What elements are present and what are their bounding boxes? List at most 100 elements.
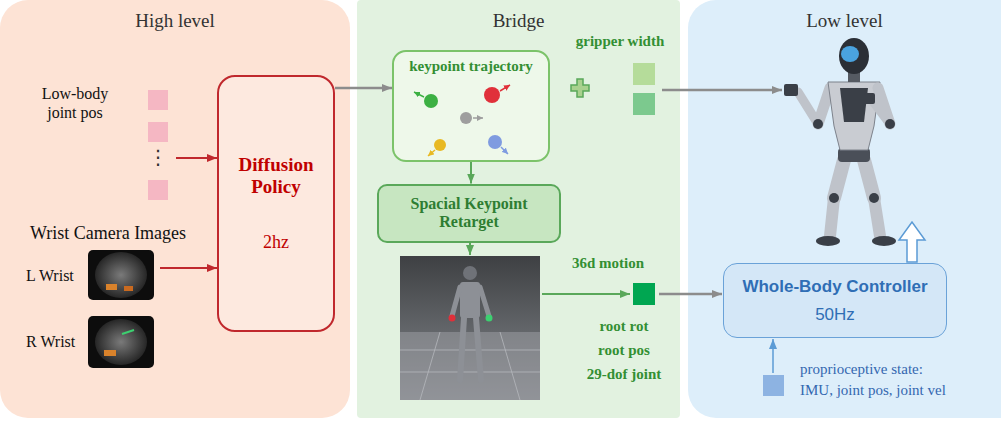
robot-gripper [784,84,798,96]
keypoint-motion [500,85,510,91]
hand-marker [449,315,456,322]
label-slot: Low-body joint pos [32,84,118,122]
render-robot [476,318,481,380]
keypoint-motion [473,117,483,119]
robot-leg [830,198,834,236]
robot-arm [798,92,818,124]
input-label: Low-body joint pos [32,84,118,122]
signal-label: 36d motion [572,254,644,272]
label-slot: proprioceptive state: [800,360,923,378]
panel-title: Bridge [493,10,545,32]
render-robot [460,282,480,318]
robot-foot [872,236,896,246]
render-robot [480,287,489,316]
input-square [148,90,168,110]
output-square [633,93,655,115]
image-detail [124,286,133,291]
plus-symbol [571,79,589,97]
motion-square [633,283,655,305]
label-slot: R Wrist [26,332,75,351]
keypoint-dot [434,139,446,151]
label-slot: IMU, joint pos, joint vel [800,381,946,399]
flow-arrow [469,242,471,255]
rate-label: 50Hz [815,305,855,325]
label-slot: ⋮ [148,145,168,169]
keypoint-dot [484,87,500,103]
floor-grid [500,332,520,400]
keypoint-motion [428,150,435,156]
box-title: keypoint trajectory [409,58,533,75]
image-detail [104,350,116,356]
box-title: Spacial Keypoint Retarget [387,195,551,232]
rate-label: 2hz [263,232,289,253]
panel-title: High level [135,10,215,32]
feedback-arrow [899,222,925,262]
robot-chest [840,88,868,122]
floor-grid [400,372,540,373]
ellipsis-mark: ⋮ [148,145,168,169]
floor-grid [400,350,540,351]
state-arrow [772,339,774,373]
render-floor [400,332,540,400]
robot-visor [841,46,859,62]
robot-head [839,38,869,74]
command-arrow [659,293,722,296]
state-label: proprioceptive state: [800,360,923,378]
camera-label: L Wrist [26,266,74,285]
robot-joint [885,119,895,129]
robot-joint [813,119,823,129]
state-label: IMU, joint pos, joint vel [800,381,946,399]
fisheye-view [95,319,147,365]
box-title: Whole-Body Controller [742,277,927,297]
keypoint-dot [424,94,438,108]
robot-torso [828,82,880,150]
hand-marker [486,315,493,322]
input-arrow [176,157,217,159]
level-panel: High levelDiffusion Policy 2hz [0,0,350,418]
label-slot: root rot [599,317,648,335]
keypoint-motion [414,92,424,97]
label-slot: gripper width [576,32,664,50]
keypoint-box: keypoint trajectory [392,50,550,162]
input-arrow [160,267,217,269]
camera-label: R Wrist [26,332,75,351]
state-square [763,375,784,396]
camera-image [88,250,154,300]
keypoint-dot [488,135,502,149]
render-image [400,256,540,400]
label-slot: L Wrist [26,266,74,285]
policy-box: Diffusion Policy 2hz [217,75,335,332]
signal-component: root rot [599,317,648,335]
flow-arrow [542,293,630,295]
signal-component: 29-dof joint [587,365,662,383]
image-detail [122,330,134,334]
image-detail [106,284,117,290]
robot-foot [816,236,840,246]
camera-image [88,316,154,368]
command-arrow [662,89,782,92]
flow-connector [335,87,392,90]
process-box: Spacial Keypoint Retarget [377,184,561,243]
label-slot: Wrist Camera Images [30,223,186,245]
panel-title: Low level [806,10,883,32]
keypoint-motion [501,147,508,154]
label-slot: root pos [598,341,650,359]
render-robot [460,318,464,380]
input-square [148,180,168,200]
signal-label: gripper width [576,32,664,50]
robot-joint [829,193,839,203]
robot-leg [874,198,880,236]
keypoint-dot [460,112,472,124]
label-slot: 36d motion [572,254,644,272]
flow-connector [470,162,472,184]
robot-joint [869,193,879,203]
input-square [148,122,168,142]
label-slot: 29-dof joint [587,365,662,383]
input-label: Wrist Camera Images [30,223,186,245]
output-square [633,63,655,85]
render-robot [452,287,460,316]
fisheye-view [95,252,147,298]
render-robot [463,266,477,280]
box-title: Diffusion Policy [229,154,323,198]
